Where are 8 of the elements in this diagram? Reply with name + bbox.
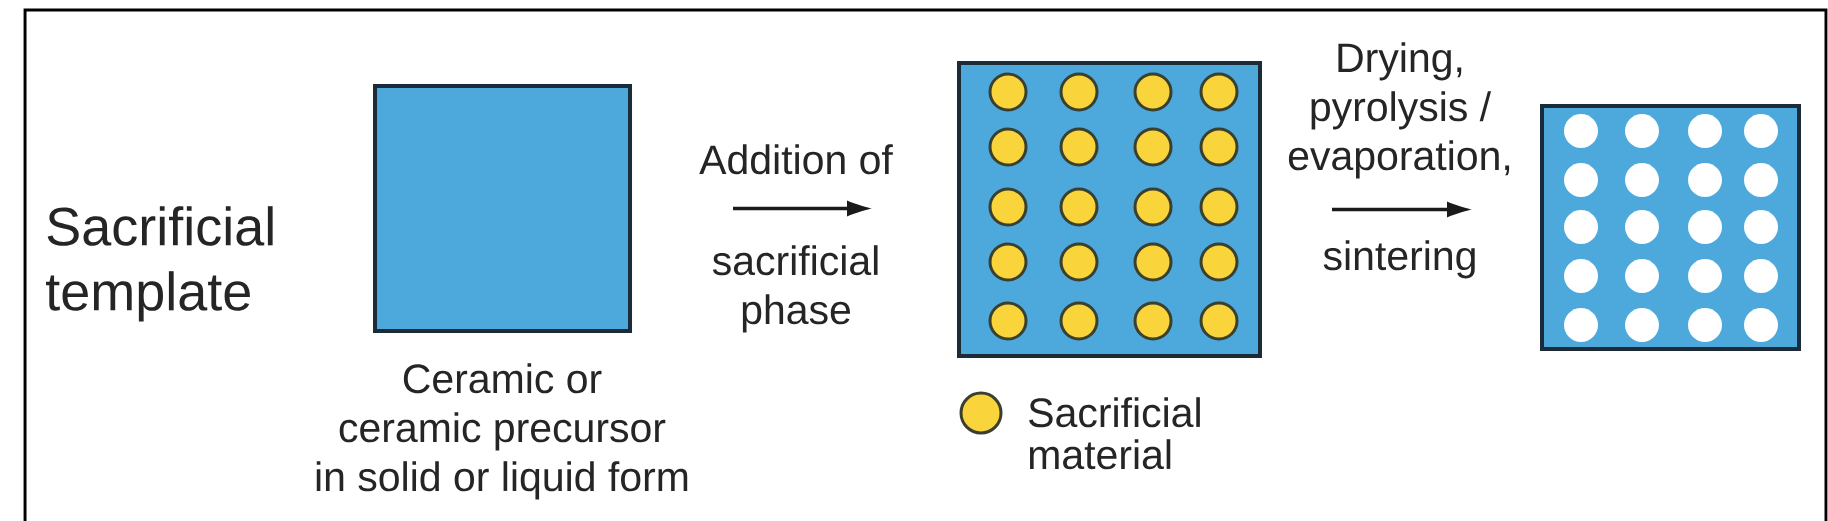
particle-filled-block (957, 61, 1262, 358)
edge-label: Drying, pyrolysis / evaporation, sintering (1288, 42, 1510, 279)
legend-label: Sacrificial material (1029, 397, 1200, 470)
edge-label: Addition of sacrificial phase (699, 144, 893, 333)
title: Sacrificial template (46, 206, 273, 322)
arrow (1332, 201, 1472, 218)
node-label: Ceramic or ceramic precursor in solid or liquid form (316, 363, 688, 500)
arrow (733, 200, 872, 217)
